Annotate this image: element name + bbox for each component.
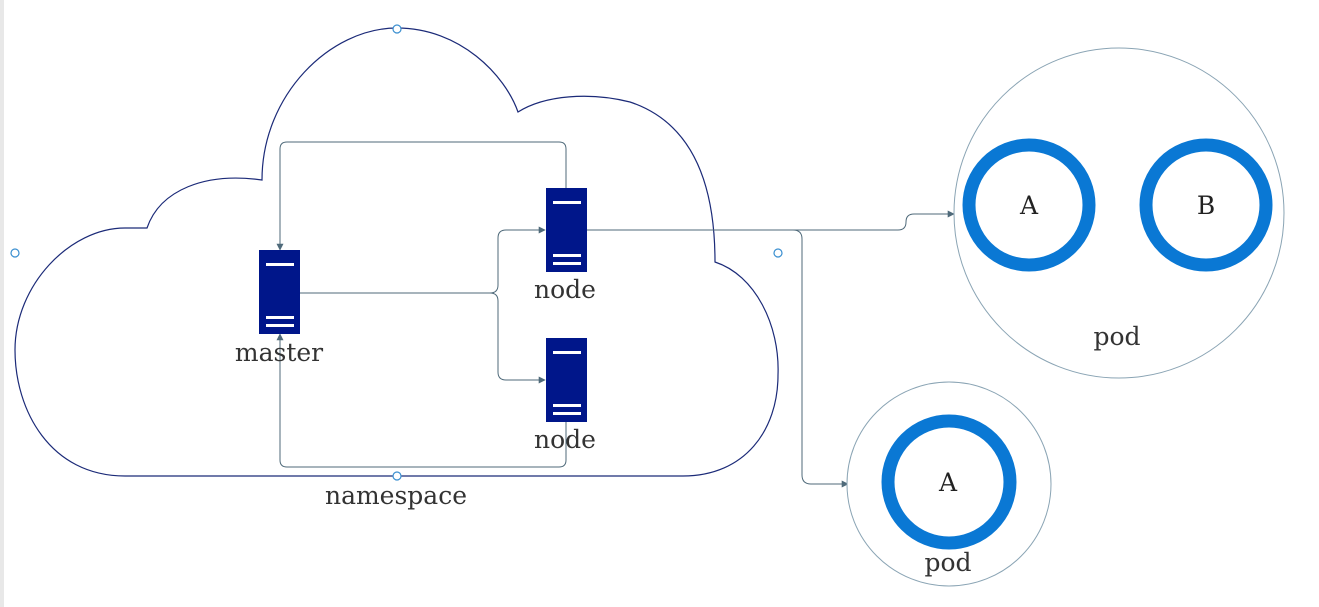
connector-node1-to-master[interactable]	[276, 141, 567, 251]
node-label-1: node	[534, 275, 596, 304]
node-server-1[interactable]	[546, 188, 587, 272]
namespace-cloud[interactable]	[14, 27, 779, 477]
container-ring-b-pod1[interactable]	[1139, 138, 1273, 272]
master-label: master	[235, 338, 323, 367]
resize-handle-left[interactable]	[10, 248, 20, 258]
ruler-strip	[0, 0, 4, 607]
pod-label-2: pod	[924, 548, 971, 577]
container-label-a-pod2: A	[938, 468, 958, 497]
namespace-label: namespace	[325, 481, 467, 510]
node-label-2: node	[534, 425, 596, 454]
connector-node1-to-pod2[interactable]	[792, 229, 849, 488]
master-server[interactable]	[259, 250, 300, 334]
container-ring-a-pod2[interactable]	[881, 414, 1017, 550]
connector-master-to-node1[interactable]	[300, 226, 546, 294]
connector-node1-to-pod1[interactable]	[587, 210, 955, 231]
resize-handle-bottom[interactable]	[392, 471, 402, 481]
container-label-b-pod1: B	[1197, 191, 1215, 220]
pod-label-1: pod	[1093, 322, 1140, 351]
pod-circle-1[interactable]	[953, 47, 1285, 379]
pod-circle-2[interactable]	[846, 381, 1052, 587]
node-server-2[interactable]	[546, 338, 587, 422]
container-label-a-pod1: A	[1019, 191, 1039, 220]
resize-handle-right[interactable]	[773, 248, 783, 258]
resize-handle-top[interactable]	[392, 24, 402, 34]
connector-node2-to-master[interactable]	[276, 333, 567, 468]
connector-master-to-node2[interactable]	[489, 292, 546, 384]
container-ring-a-pod1[interactable]	[962, 138, 1096, 272]
